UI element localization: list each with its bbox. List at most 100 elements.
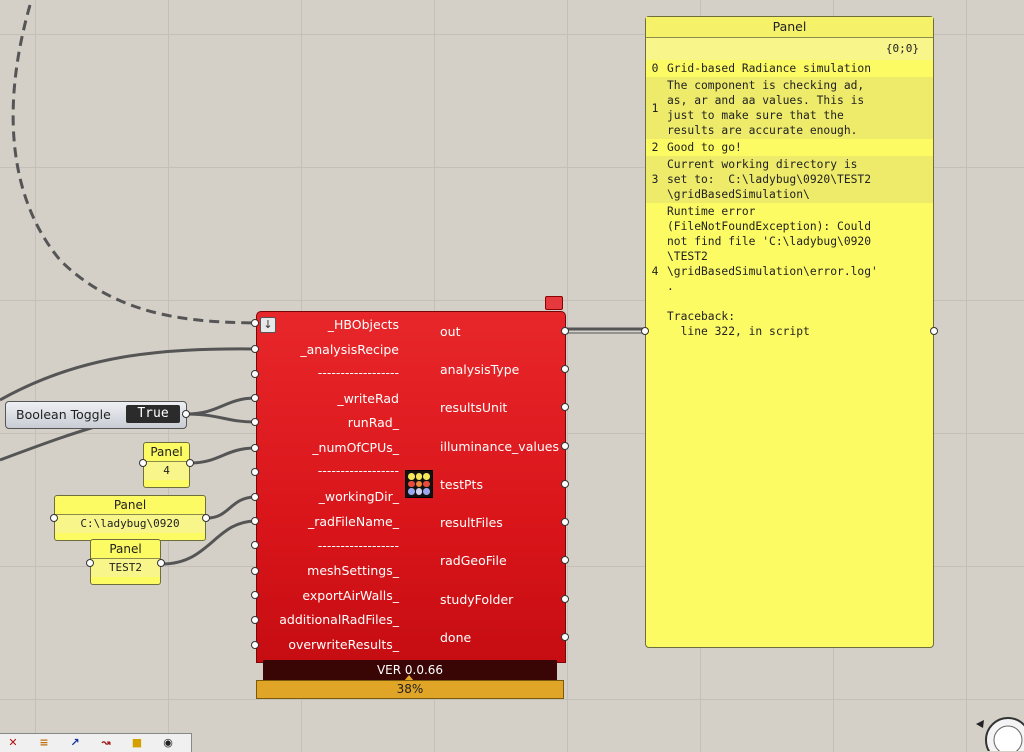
input-separator: ------------------	[317, 463, 399, 478]
panel-output-grip[interactable]	[186, 459, 194, 467]
run-daylight-simulation-component[interactable]: ↓ _HBObjects _analysisRecipe -----------…	[256, 296, 566, 663]
toggle-value[interactable]: True	[126, 405, 180, 423]
input-mesh-settings[interactable]: meshSettings_	[307, 563, 399, 578]
input-grip[interactable]	[251, 641, 259, 649]
input-separator: ------------------	[317, 538, 399, 553]
input-grip[interactable]	[251, 370, 259, 378]
output-grip[interactable]	[561, 403, 569, 411]
input-grip[interactable]	[251, 591, 259, 599]
output-out[interactable]: out	[440, 324, 461, 339]
panel-row: 3 Current working directory is set to: C…	[646, 156, 933, 203]
input-grip[interactable]	[251, 468, 259, 476]
panel-data-path: {0;0}	[646, 38, 933, 60]
output-grip[interactable]	[561, 365, 569, 373]
output-rad-geo-file[interactable]: radGeoFile	[440, 553, 507, 568]
panel-row-index: 3	[651, 173, 659, 186]
panel-input-grip[interactable]	[86, 559, 94, 567]
output-grip[interactable]	[561, 518, 569, 526]
panel-value: C:\ladybug\0920	[55, 515, 205, 533]
input-grip[interactable]	[251, 345, 259, 353]
panel-row-text: Runtime error (FileNotFoundException): C…	[667, 205, 878, 338]
input-analysis-recipe[interactable]: _analysisRecipe	[300, 342, 399, 357]
output-test-pts[interactable]: testPts	[440, 477, 483, 492]
panel-value: TEST2	[91, 559, 160, 577]
input-separator: ------------------	[317, 365, 399, 380]
input-run-rad[interactable]: runRad_	[347, 415, 399, 430]
input-write-rad[interactable]: _writeRad	[337, 391, 399, 406]
boolean-toggle[interactable]: Boolean Toggle True	[5, 401, 187, 429]
input-grip[interactable]	[251, 616, 259, 624]
input-grip[interactable]	[251, 517, 259, 525]
panel-input-grip[interactable]	[139, 459, 147, 467]
input-export-air-walls[interactable]: exportAirWalls_	[302, 588, 399, 603]
component-toolbar: ✕ ≡ ↗ ↝ ■ ◉	[0, 733, 192, 752]
panel-row: 1 The component is checking ad, as, ar a…	[646, 77, 933, 139]
output-panel[interactable]: Panel {0;0} 0 Grid-based Radiance simula…	[645, 16, 934, 648]
panel-row-text: Good to go!	[667, 141, 742, 154]
panel-row-index: 1	[651, 101, 659, 115]
maths-icon[interactable]: ≡	[39, 736, 49, 749]
panel-row: 4 Runtime error (FileNotFoundException):…	[646, 203, 933, 340]
ladybug-icon[interactable]: ■	[131, 736, 143, 749]
output-analysis-type[interactable]: analysisType	[440, 362, 520, 377]
version-label: VER 0.0.66	[263, 660, 557, 681]
panel-row: 2 Good to go!	[646, 139, 933, 156]
output-grip[interactable]	[561, 633, 569, 641]
curve-icon[interactable]: ↝	[101, 736, 111, 749]
output-grip[interactable]	[561, 556, 569, 564]
input-grip[interactable]	[251, 493, 259, 501]
input-working-dir[interactable]: _workingDir_	[318, 489, 399, 504]
panel-title: Panel	[646, 17, 933, 38]
input-num-of-cpus[interactable]: _numOfCPUs_	[312, 440, 399, 455]
input-grip[interactable]	[251, 319, 259, 327]
output-result-files[interactable]: resultFiles	[440, 515, 503, 530]
panel-input-grip[interactable]	[50, 514, 58, 522]
output-grip[interactable]	[561, 442, 569, 450]
arrow-down-icon[interactable]: ↓	[260, 317, 276, 333]
panel-row-index: 2	[651, 141, 659, 154]
output-illuminance-values[interactable]: illuminance_values	[440, 439, 559, 454]
output-study-folder[interactable]: studyFolder	[440, 592, 514, 607]
panel-row-text: Current working directory is set to: C:\…	[667, 158, 872, 201]
panel-row-index: 0	[651, 62, 659, 75]
panel-output-grip[interactable]	[202, 514, 210, 522]
params-icon[interactable]: ✕	[8, 736, 18, 749]
progress-label: 38%	[396, 682, 424, 696]
panel-working-dir[interactable]: Panel C:\ladybug\0920	[54, 495, 206, 541]
input-grip[interactable]	[251, 444, 259, 452]
panel-output-grip[interactable]	[930, 327, 938, 335]
input-overwrite-results[interactable]: overwriteResults_	[288, 637, 399, 652]
input-additional-rad-files[interactable]: additionalRadFiles_	[279, 612, 399, 627]
navigation-widget-icon[interactable]	[974, 710, 1024, 751]
input-grip[interactable]	[251, 541, 259, 549]
panel-num-cpus[interactable]: Panel 4	[143, 442, 190, 488]
output-grip[interactable]	[561, 480, 569, 488]
panel-title: Panel	[144, 443, 189, 462]
input-grip[interactable]	[251, 418, 259, 426]
panel-output-grip[interactable]	[157, 559, 165, 567]
input-grip[interactable]	[251, 394, 259, 402]
panel-row-index: 4	[651, 265, 659, 278]
grid-simulation-icon	[405, 470, 433, 498]
progress-bar: 38%	[256, 680, 564, 699]
panel-row: 0 Grid-based Radiance simulation	[646, 60, 933, 77]
panel-row-text: Grid-based Radiance simulation	[667, 62, 872, 75]
panel-input-grip[interactable]	[641, 327, 649, 335]
vector-icon[interactable]: ↗	[70, 736, 80, 749]
toggle-output-grip[interactable]	[182, 410, 190, 418]
panel-rad-file-name[interactable]: Panel TEST2	[90, 539, 161, 585]
output-done[interactable]: done	[440, 630, 472, 645]
panel-title: Panel	[55, 496, 205, 515]
input-rad-file-name[interactable]: _radFileName_	[307, 514, 399, 529]
output-results-unit[interactable]: resultsUnit	[440, 400, 508, 415]
message-flag-icon[interactable]	[545, 296, 563, 310]
panel-row-text: The component is checking ad, as, ar and…	[667, 79, 865, 137]
input-hbobjects[interactable]: _HBObjects	[327, 317, 399, 332]
panel-title: Panel	[91, 540, 160, 559]
honeybee-icon[interactable]: ◉	[163, 736, 173, 749]
panel-value: 4	[144, 462, 189, 480]
input-grip[interactable]	[251, 567, 259, 575]
toggle-label: Boolean Toggle	[16, 407, 111, 422]
output-grip[interactable]	[561, 595, 569, 603]
output-grip[interactable]	[561, 327, 569, 335]
